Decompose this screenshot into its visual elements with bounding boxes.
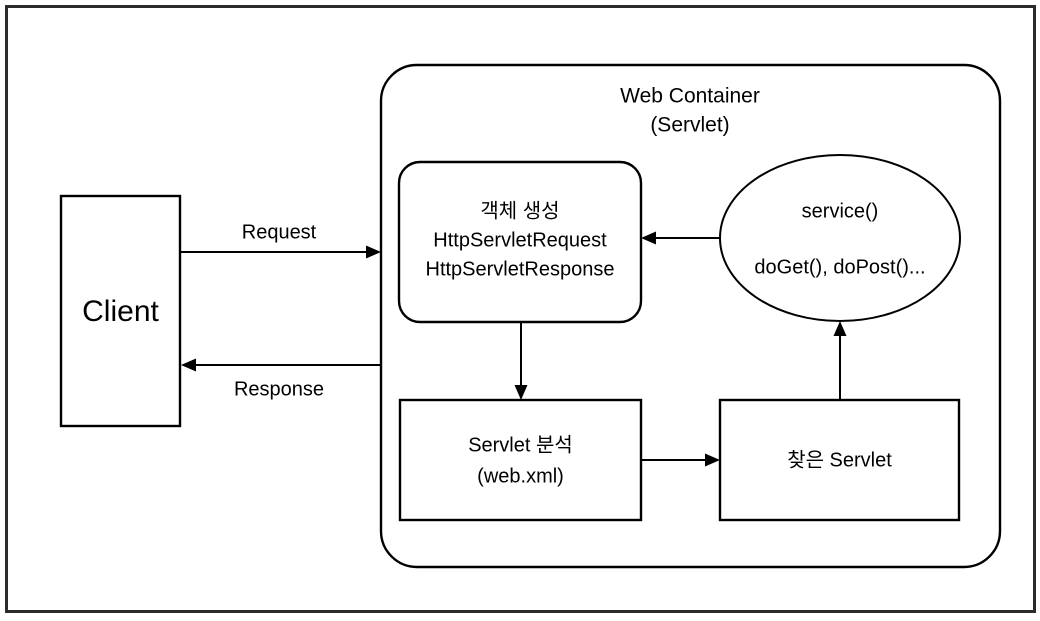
edge-service-to-object-creation — [641, 231, 720, 245]
client-label: Client — [82, 295, 159, 328]
service-method-line1: service() — [802, 200, 879, 222]
edge-request-label: Request — [242, 221, 317, 243]
object-creation-line1: 객체 생성 — [480, 199, 559, 222]
edge-found-servlet-to-service — [833, 321, 847, 400]
canvas-frame — [5, 5, 1036, 613]
edge-response-label: Response — [234, 378, 324, 400]
servlet-analysis-line2: (web.xml) — [477, 465, 564, 487]
found-servlet-label: 찾은 Servlet — [787, 448, 892, 471]
edge-request: Request — [181, 221, 381, 259]
servlet-analysis-box[interactable] — [398, 398, 643, 522]
web-container-title-line1: Web Container — [620, 85, 760, 108]
edge-response: Response — [181, 358, 381, 400]
object-creation-line3: HttpServletResponse — [426, 258, 615, 280]
servlet-analysis-line1: Servlet 분석 — [468, 433, 573, 456]
object-creation-line2: HttpServletRequest — [433, 229, 607, 251]
found-servlet-box[interactable] — [718, 398, 961, 522]
edge-analysis-to-found-servlet — [641, 453, 720, 467]
client-box[interactable] — [59, 194, 182, 428]
edge-object-creation-to-analysis — [514, 322, 528, 400]
service-method-ellipse[interactable] — [719, 154, 961, 322]
web-container-title-line2: (Servlet) — [650, 114, 729, 137]
service-method-line2: doGet(), doPost()... — [754, 256, 925, 278]
